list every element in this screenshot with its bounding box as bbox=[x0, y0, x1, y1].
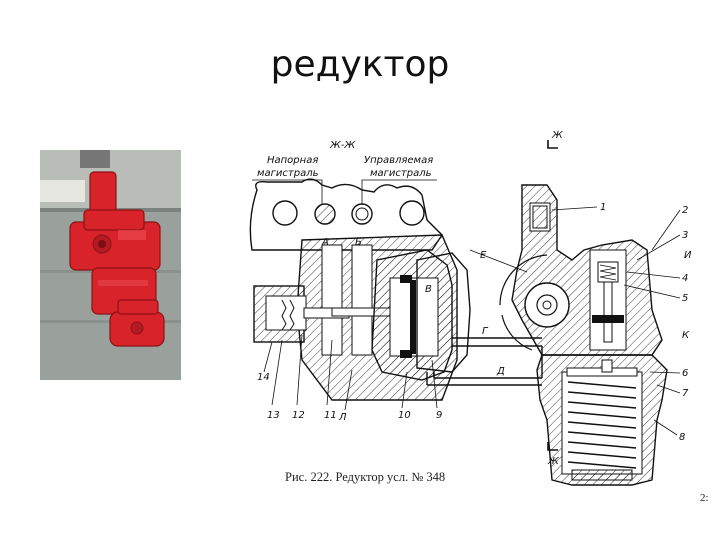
reducer-photo bbox=[40, 150, 181, 380]
number-9: 9 bbox=[436, 410, 442, 421]
number-11: 11 bbox=[324, 410, 337, 421]
chamber-v: В bbox=[425, 284, 432, 295]
letter-l: Л bbox=[338, 412, 347, 423]
number-2: 2 bbox=[682, 205, 688, 216]
number-7: 7 bbox=[682, 388, 689, 399]
chamber-k: К bbox=[682, 330, 690, 341]
number-3: 3 bbox=[682, 230, 688, 241]
chamber-b: Б bbox=[355, 237, 362, 248]
number-10: 10 bbox=[398, 410, 411, 421]
chamber-i: И bbox=[684, 250, 692, 261]
label-controlled-line-2: магистраль bbox=[370, 168, 432, 179]
label-controlled-line-1: Управляемая bbox=[364, 155, 433, 166]
chamber-g: Г bbox=[482, 326, 489, 337]
section-label: Ж-Ж bbox=[329, 140, 356, 151]
label-pressure-line-1: Напорная bbox=[267, 155, 318, 166]
number-14: 14 bbox=[257, 372, 270, 383]
number-5: 5 bbox=[682, 293, 688, 304]
number-4: 4 bbox=[682, 273, 688, 284]
chamber-d: Д bbox=[496, 366, 505, 377]
chamber-a: А bbox=[321, 237, 329, 248]
page-number: 2: bbox=[700, 492, 709, 504]
number-8: 8 bbox=[679, 432, 685, 443]
figure-caption: Рис. 222. Редуктор усл. № 348 bbox=[285, 470, 446, 484]
number-6: 6 bbox=[682, 368, 688, 379]
cut-mark-bottom: Ж bbox=[547, 456, 560, 467]
number-13: 13 bbox=[267, 410, 280, 421]
number-12: 12 bbox=[292, 410, 305, 421]
label-pressure-line-2: магистраль bbox=[257, 168, 319, 179]
slide-title: редуктор bbox=[270, 44, 450, 85]
reducer-section-drawing: Ж Ж Ж-Ж Напорная магистраль Управляемая … bbox=[249, 130, 692, 486]
cut-mark-top: Ж bbox=[551, 130, 564, 141]
number-1: 1 bbox=[600, 202, 606, 213]
reducer-body bbox=[69, 171, 165, 347]
